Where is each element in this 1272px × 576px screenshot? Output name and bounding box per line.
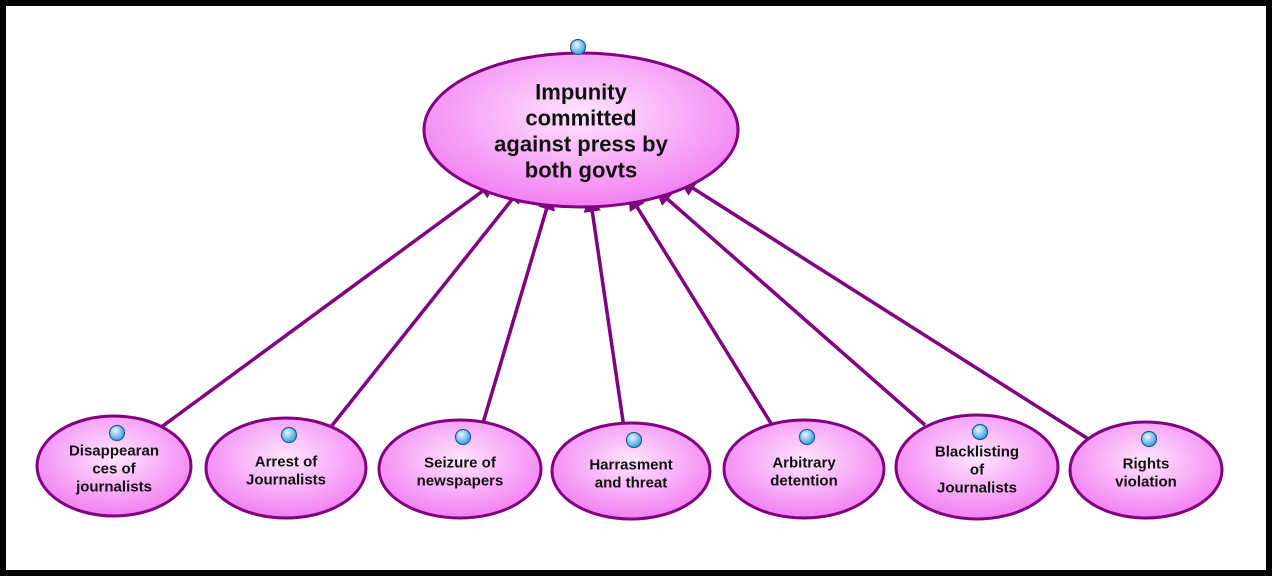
node-label-line: journalists: [75, 478, 152, 495]
node-label-line: violation: [1115, 473, 1177, 490]
node-label-line: Rights: [1123, 455, 1170, 472]
node-label-line: Journalists: [937, 479, 1017, 496]
connector-arrow: [328, 185, 524, 430]
node-label-line: against press by: [494, 132, 668, 157]
concept-node-ellipse: [377, 418, 543, 520]
node-label-line: Harrasment: [589, 456, 672, 473]
connector-arrows: [158, 178, 1091, 442]
concept-node-ellipse: [1068, 420, 1224, 520]
node-label-line: Arbitrary: [772, 454, 836, 471]
node-label-line: Journalists: [246, 471, 326, 488]
node-marker-icon: [108, 424, 126, 442]
connector-arrow: [158, 180, 497, 430]
node-label-line: Disappearan: [69, 442, 159, 459]
connector-arrow: [654, 187, 927, 427]
node-label-line: both govts: [525, 158, 637, 183]
node-label-line: Seizure of: [424, 454, 497, 471]
node-marker-icon: [1140, 430, 1158, 448]
connector-arrow: [583, 194, 626, 429]
concept-node-ellipse: [894, 413, 1060, 521]
node-label-line: committed: [525, 106, 636, 131]
node-label-line: newspapers: [417, 472, 504, 489]
node-marker-icon: [625, 431, 643, 449]
concept-node-ellipse: [204, 416, 368, 520]
node-label-line: Arrest of: [255, 453, 319, 470]
node-marker-icon: [280, 426, 298, 444]
concept-node-ellipse: [722, 418, 886, 520]
node-label-line: ces of: [92, 460, 136, 477]
node-marker-icon: [971, 423, 989, 441]
connector-arrow: [627, 192, 774, 426]
connector-arrow: [678, 178, 1091, 442]
node-label-line: Impunity: [535, 80, 627, 105]
concept-node-ellipse: [35, 414, 193, 518]
concept-node-ellipse: [550, 421, 712, 521]
connector-arrow: [481, 192, 555, 424]
node-label-line: and threat: [595, 474, 668, 491]
node-marker-icon: [454, 428, 472, 446]
node-label-line: detention: [770, 472, 838, 489]
node-label-line: of: [970, 461, 985, 478]
node-marker-icon: [798, 428, 816, 446]
node-label-line: Blacklisting: [935, 443, 1019, 460]
node-marker-icon: [569, 38, 587, 56]
